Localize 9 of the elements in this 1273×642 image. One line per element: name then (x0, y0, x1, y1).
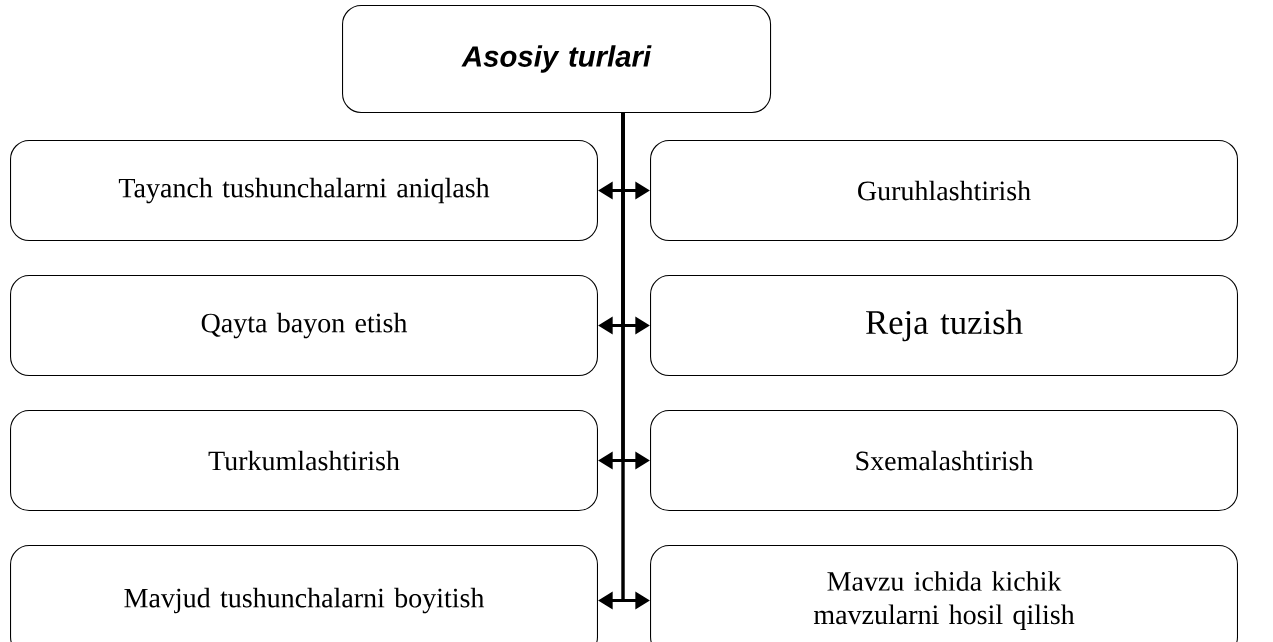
process-box: Mavjud tushunchalarni boyitish (10, 545, 598, 642)
process-box: Qayta bayon etish (10, 275, 598, 377)
process-box: Reja tuzish (650, 275, 1239, 377)
title-box: Asosiy turlari (342, 5, 772, 113)
process-box: Mavzu ichida kichik mavzularni hosil qilish (650, 545, 1239, 642)
process-box: Sxemalashtirish (650, 410, 1239, 512)
process-box: Tayanch tushunchalarni aniqlash (10, 140, 598, 242)
process-box: Turkumlashtirish (10, 410, 598, 512)
process-box: Guruhlashtirish (650, 140, 1239, 242)
